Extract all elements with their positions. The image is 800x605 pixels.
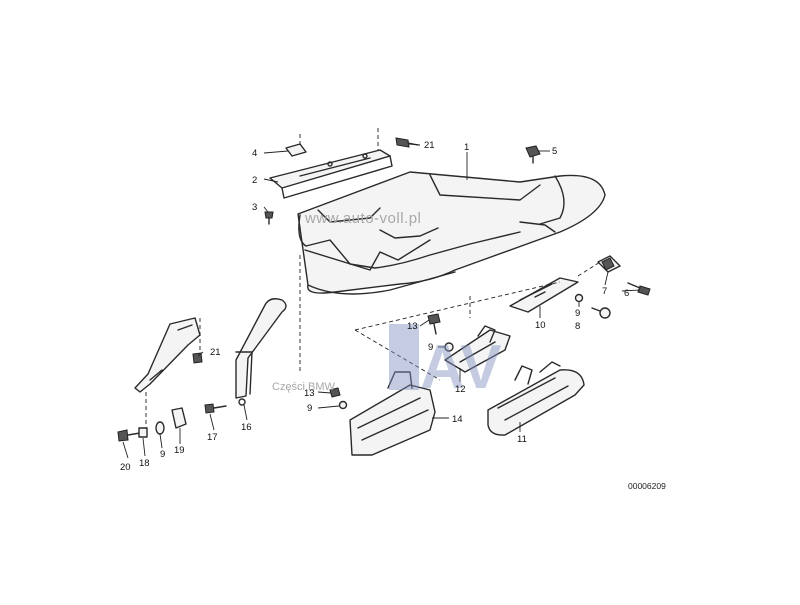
lock-housing-part-12	[444, 325, 511, 373]
bolt-part-21-top	[377, 128, 419, 150]
callout-3: 3	[252, 202, 257, 213]
screw-part-13-left	[329, 387, 341, 398]
clip-part-5	[525, 145, 541, 164]
screw-part-3	[264, 211, 274, 225]
callout-18: 18	[139, 458, 150, 469]
spacer-part-18	[138, 427, 148, 438]
watermark-logo: AV	[420, 333, 502, 402]
clip-part-19	[171, 407, 187, 429]
callout-21-left: 21	[210, 347, 221, 358]
callout-14: 14	[452, 414, 463, 425]
callout-9-right: 9	[575, 308, 580, 319]
callout-4: 4	[252, 148, 257, 159]
handle-part-11	[487, 361, 585, 436]
lid-handle-part-14	[349, 371, 436, 456]
glove-box-tray	[297, 171, 606, 295]
callout-7: 7	[602, 286, 607, 297]
callout-8: 8	[575, 321, 580, 332]
callout-6: 6	[624, 288, 629, 299]
callout-5: 5	[552, 146, 557, 157]
callout-11: 11	[517, 434, 527, 445]
callout-12: 12	[455, 384, 466, 395]
washer-part-9-lower	[155, 421, 165, 435]
strut-assembly-left	[134, 317, 201, 432]
callout-16: 16	[241, 422, 252, 433]
watermark-logo-block	[389, 324, 419, 390]
screw-part-21-left	[192, 352, 203, 364]
callout-13-center: 13	[407, 321, 418, 332]
support-arm-part-16	[235, 255, 301, 406]
clip-part-4	[285, 134, 307, 157]
watermark: AV www.auto-voll.pl Części BMW	[272, 210, 502, 402]
callout-labels: 1 2 3 4 5 6 7 8 9 9 9 9 10 11 12 13 13 1…	[120, 140, 629, 473]
latch-part-7	[597, 255, 621, 273]
latch-plate-part-10	[509, 261, 601, 313]
callout-2: 2	[252, 175, 257, 186]
callout-17: 17	[207, 432, 218, 443]
callout-20: 20	[120, 462, 131, 473]
callout-13-left: 13	[304, 388, 315, 399]
screw-part-20	[117, 429, 141, 442]
callout-19: 19	[174, 445, 185, 456]
washer-part-9-right	[574, 293, 584, 303]
callout-10: 10	[535, 320, 546, 331]
watermark-subtitle: Części BMW	[272, 381, 336, 393]
watermark-url: www.auto-voll.pl	[304, 210, 421, 227]
screw-part-17	[204, 403, 227, 414]
mounting-bracket	[269, 149, 393, 199]
callout-9-left: 9	[307, 403, 312, 414]
leader-lines	[122, 143, 641, 459]
screw-part-6	[627, 282, 651, 296]
screw-part-13-center	[427, 313, 441, 335]
callout-9-lower: 9	[160, 449, 165, 460]
callout-21-top: 21	[424, 140, 435, 151]
drawing-code: 00006209	[628, 481, 666, 491]
washer-part-8	[591, 307, 611, 319]
callout-9-center: 9	[428, 342, 433, 353]
callout-1: 1	[464, 142, 469, 153]
washer-part-9-left	[338, 400, 348, 410]
